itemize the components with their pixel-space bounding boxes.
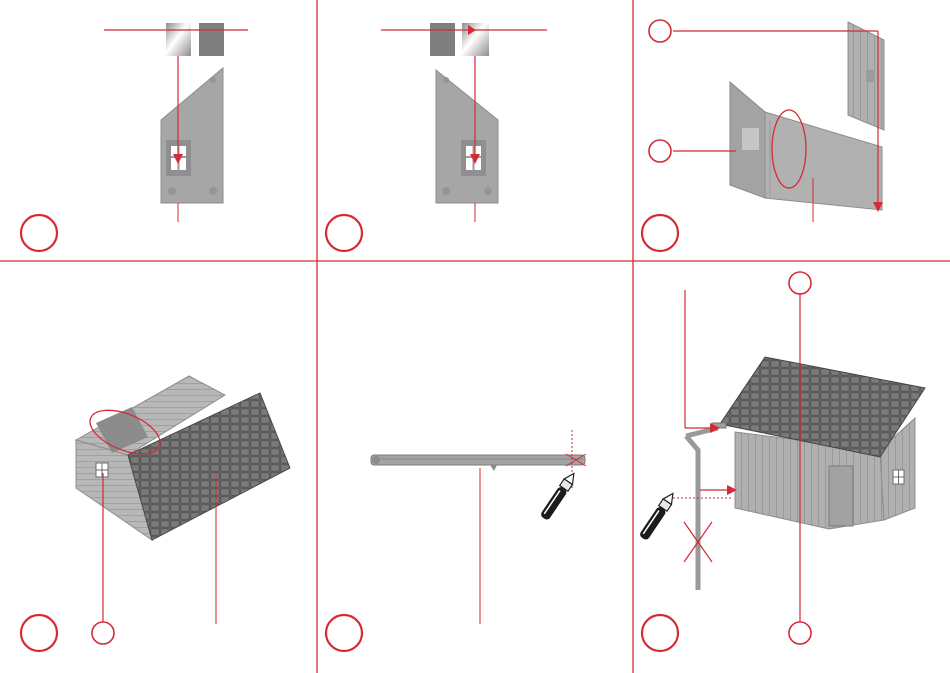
panel-3: [642, 20, 884, 251]
step-circle: [21, 615, 57, 651]
panel-5: [326, 430, 586, 651]
shed-door: [829, 466, 853, 526]
callout-circle: [649, 20, 671, 42]
callout-circle: [92, 622, 114, 644]
roof-assembly: [76, 376, 290, 540]
step-circle: [21, 215, 57, 251]
callout-circle: [789, 272, 811, 294]
window-glazing-insert: [166, 23, 224, 56]
panel-2: [326, 23, 547, 251]
hobby-knife: [639, 491, 677, 541]
downpipe: [686, 428, 718, 590]
callout-circle: [789, 622, 811, 644]
step-circle: [326, 615, 362, 651]
wall-with-window: [161, 68, 223, 203]
rain-gutter-sprue: [371, 455, 585, 471]
panel-1: [21, 23, 248, 251]
wall-with-window: [436, 70, 498, 203]
panel-6: [639, 272, 925, 651]
front-wall: [765, 112, 882, 210]
window-glazing-insert: [430, 23, 489, 56]
callout-circle: [649, 140, 671, 162]
step-circle: [642, 215, 678, 251]
step-circle: [326, 215, 362, 251]
assembled-shed: [712, 357, 925, 529]
side-wall: [730, 82, 765, 198]
hobby-knife: [540, 471, 578, 521]
step-circle: [642, 615, 678, 651]
panel-4: [21, 376, 290, 651]
